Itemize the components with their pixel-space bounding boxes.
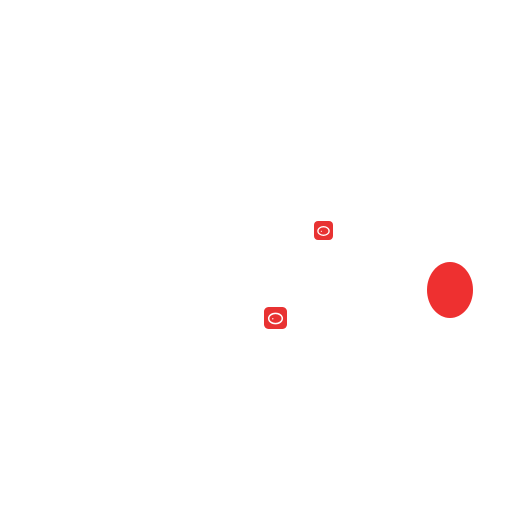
red-dot [427,262,473,318]
face-outline-icon [264,307,287,329]
red-app-icon[interactable] [314,221,333,240]
face-outline-icon [314,221,333,240]
red-app-icon[interactable] [264,307,287,329]
